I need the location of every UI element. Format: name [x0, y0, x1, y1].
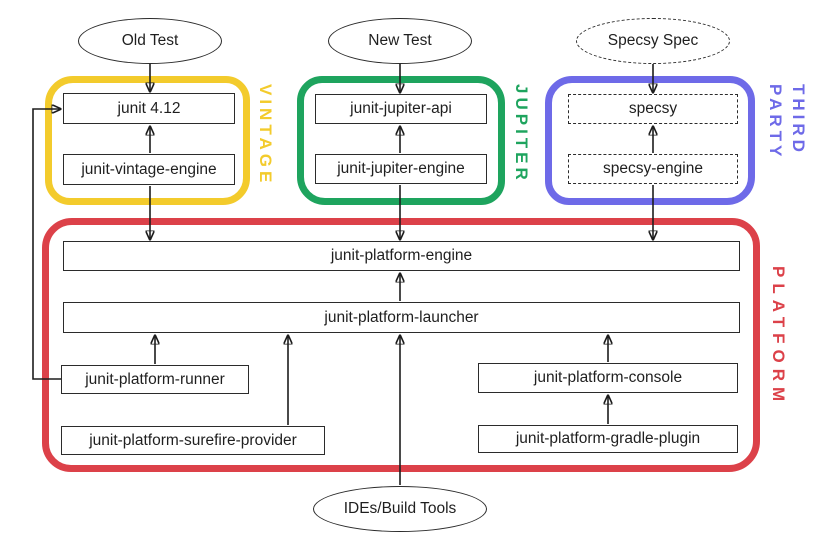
platform-group-label: PLATFORM — [768, 266, 788, 408]
specsy-spec-ellipse: Specsy Spec — [576, 18, 730, 64]
jupiter-group-box — [297, 76, 505, 205]
vintage-group-label: VINTAGE — [255, 84, 275, 187]
old-test-ellipse: Old Test — [78, 18, 222, 64]
jupiter-group-label: JUPITER — [511, 84, 531, 184]
third-party-group-box — [545, 76, 755, 205]
junit-jupiter-api-node: junit-jupiter-api — [315, 94, 487, 124]
junit-vintage-engine-node: junit-vintage-engine — [63, 154, 235, 185]
junit-platform-engine-node: junit-platform-engine — [63, 241, 740, 271]
junit-platform-runner-node: junit-platform-runner — [61, 365, 249, 394]
third-party-group-label: THIRD PARTY — [765, 84, 808, 161]
ides-build-tools-ellipse: IDEs/Build Tools — [313, 486, 487, 532]
junit-jupiter-engine-node: junit-jupiter-engine — [315, 154, 487, 184]
junit-platform-console-node: junit-platform-console — [478, 363, 738, 393]
junit-412-node: junit 4.12 — [63, 93, 235, 124]
specsy-node: specsy — [568, 94, 738, 124]
junit-platform-gradle-plugin-node: junit-platform-gradle-plugin — [478, 425, 738, 453]
junit-platform-launcher-node: junit-platform-launcher — [63, 302, 740, 333]
specsy-engine-node: specsy-engine — [568, 154, 738, 184]
new-test-ellipse: New Test — [328, 18, 472, 64]
junit-platform-surefire-provider-node: junit-platform-surefire-provider — [61, 426, 325, 455]
